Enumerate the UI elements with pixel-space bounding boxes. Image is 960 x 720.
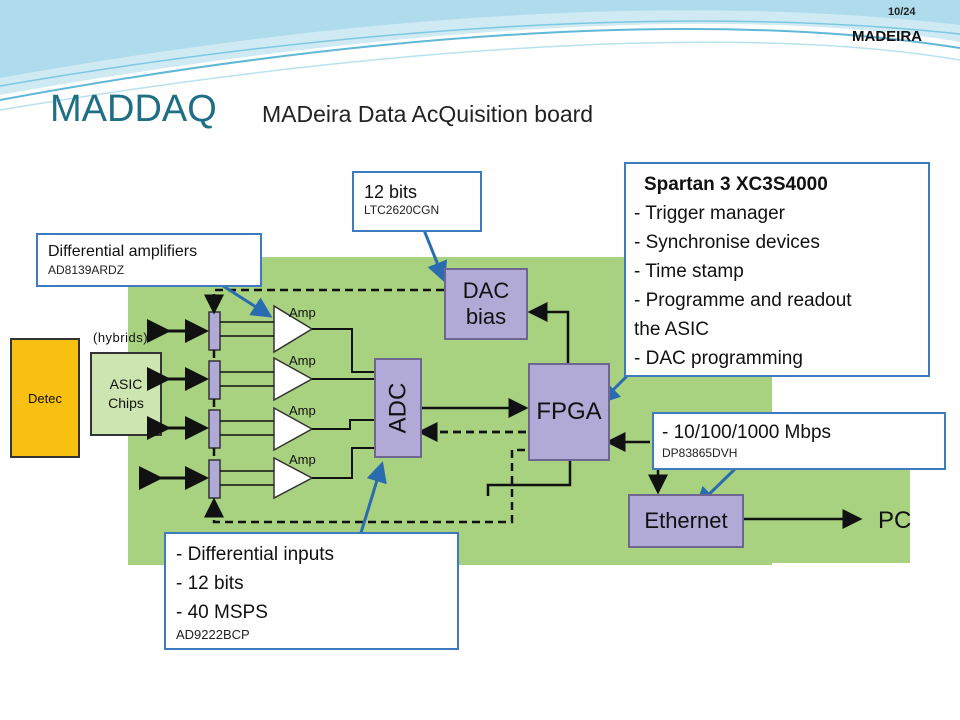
asic-arrows <box>139 319 209 490</box>
ethernet-block: Ethernet <box>628 494 744 548</box>
detector-block: Detec <box>10 338 80 458</box>
asic-label-2: Chips <box>108 395 144 411</box>
fpga-callout-line: - Trigger manager <box>634 203 786 224</box>
adc-label: ADC <box>384 382 412 434</box>
fpga-callout: Spartan 3 XC3S4000 - Trigger manager - S… <box>624 162 930 377</box>
amps-callout-part: AD8139ARDZ <box>48 263 125 277</box>
adc-block: ADC <box>374 358 422 458</box>
amp-label-2: Amp <box>289 353 316 368</box>
dac-callout-part: LTC2620CGN <box>364 203 440 217</box>
asic-label-1: ASIC <box>109 376 143 393</box>
fpga-callout-line: the ASIC <box>634 319 709 340</box>
dac-bias-block: DAC bias <box>444 268 528 340</box>
amp-outputs <box>312 328 374 479</box>
amplifiers <box>273 304 314 500</box>
adc-callout-part: AD9222BCP <box>176 627 250 642</box>
page-title: MADDAQ <box>50 88 217 130</box>
brand-label: MADEIRA <box>852 28 922 45</box>
pc-label: PC <box>878 507 912 534</box>
ethernet-callout: - 10/100/1000 Mbps DP83865DVH <box>652 412 946 470</box>
fpga-callout-line: - Programme and readout <box>634 290 852 311</box>
adc-callout-line: - Differential inputs <box>176 544 335 565</box>
amp-label-4: Amp <box>289 452 316 467</box>
fpga-block: FPGA <box>528 363 610 461</box>
slide-number: 10/24 <box>888 6 916 18</box>
dac-callout: 12 bits LTC2620CGN <box>352 171 482 232</box>
amps-callout-title: Differential amplifiers <box>48 243 198 260</box>
amps-callout: Differential amplifiers AD8139ARDZ <box>36 233 262 287</box>
hybrids-label: (hybrids) <box>93 330 149 345</box>
amp-label-1: Amp <box>289 305 316 320</box>
dac-label-1: DAC <box>462 278 510 303</box>
dac-callout-title: 12 bits <box>364 182 418 202</box>
fpga-callout-line: - Synchronise devices <box>634 232 820 253</box>
page-subtitle: MADeira Data AcQuisition board <box>262 101 594 127</box>
header-swoosh <box>0 0 960 111</box>
amp-inputs <box>220 321 274 486</box>
adc-callout-line: - 40 MSPS <box>176 602 268 623</box>
ethernet-callout-part: DP83865DVH <box>662 446 738 460</box>
fpga-callout-line: - Time stamp <box>634 261 744 282</box>
dac-label-2: bias <box>465 304 507 329</box>
amp-label-3: Amp <box>289 403 316 418</box>
fpga-callout-title: Spartan 3 XC3S4000 <box>644 174 828 195</box>
ethernet-callout-title: - 10/100/1000 Mbps <box>662 422 832 443</box>
adc-callout: - Differential inputs - 12 bits - 40 MSP… <box>164 532 459 650</box>
adc-callout-line: - 12 bits <box>176 573 244 594</box>
fpga-callout-line: - DAC programming <box>634 348 803 369</box>
